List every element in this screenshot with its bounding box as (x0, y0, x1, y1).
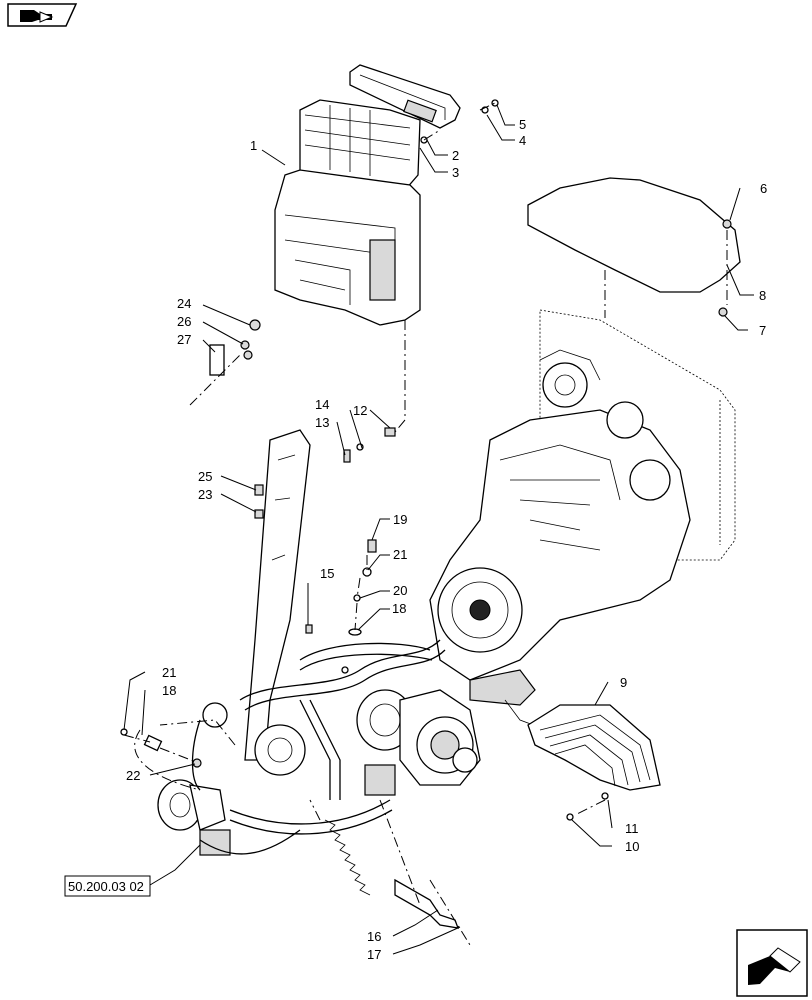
callout-7: 7 (759, 323, 766, 338)
frame-bracket (202, 429, 311, 776)
leader-lines (123, 104, 754, 955)
callout-2: 2 (452, 148, 459, 163)
callout-18a: 18 (392, 601, 406, 616)
callout-24: 24 (177, 296, 191, 311)
reference-box-text: 50.200.03 02 (68, 879, 144, 894)
hoses (191, 639, 446, 855)
callout-13: 13 (315, 415, 329, 430)
callout-26: 26 (177, 314, 191, 329)
callout-16: 16 (367, 929, 381, 944)
engine (429, 349, 691, 736)
callout-27: 27 (177, 332, 191, 347)
page-arrow-icon[interactable] (7, 3, 78, 27)
callout-4: 4 (519, 133, 526, 148)
next-page-arrow-icon[interactable] (736, 929, 808, 997)
hvac-unit (274, 99, 421, 326)
callout-1: 1 (250, 138, 257, 153)
callout-labels: 1 2 3 4 5 6 7 8 9 10 11 12 13 14 15 16 1… (126, 117, 767, 962)
callout-19: 19 (393, 512, 407, 527)
callout-11: 11 (625, 821, 639, 836)
callout-23: 23 (198, 487, 212, 502)
callout-15: 15 (320, 566, 334, 581)
cover-plate (527, 177, 741, 293)
fan-guard (527, 704, 661, 791)
reference-link[interactable]: 50.200.03 02 (64, 875, 151, 897)
spring (324, 819, 460, 929)
callout-14: 14 (315, 397, 329, 412)
hydraulic-pump (356, 689, 481, 796)
callout-25: 25 (198, 469, 212, 484)
callout-6: 6 (760, 181, 767, 196)
phantom-lines (123, 102, 728, 946)
air-duct (349, 64, 461, 129)
callout-8: 8 (759, 288, 766, 303)
callout-20: 20 (393, 583, 407, 598)
left-pump (157, 779, 231, 856)
callout-5: 5 (519, 117, 526, 132)
callout-17: 17 (367, 947, 381, 962)
callout-22: 22 (126, 768, 140, 783)
callout-21b: 21 (162, 665, 176, 680)
callout-21a: 21 (393, 547, 407, 562)
callout-12: 12 (353, 403, 367, 418)
callout-10: 10 (625, 839, 639, 854)
callout-9: 9 (620, 675, 627, 690)
callout-18b: 18 (162, 683, 176, 698)
callout-3: 3 (452, 165, 459, 180)
